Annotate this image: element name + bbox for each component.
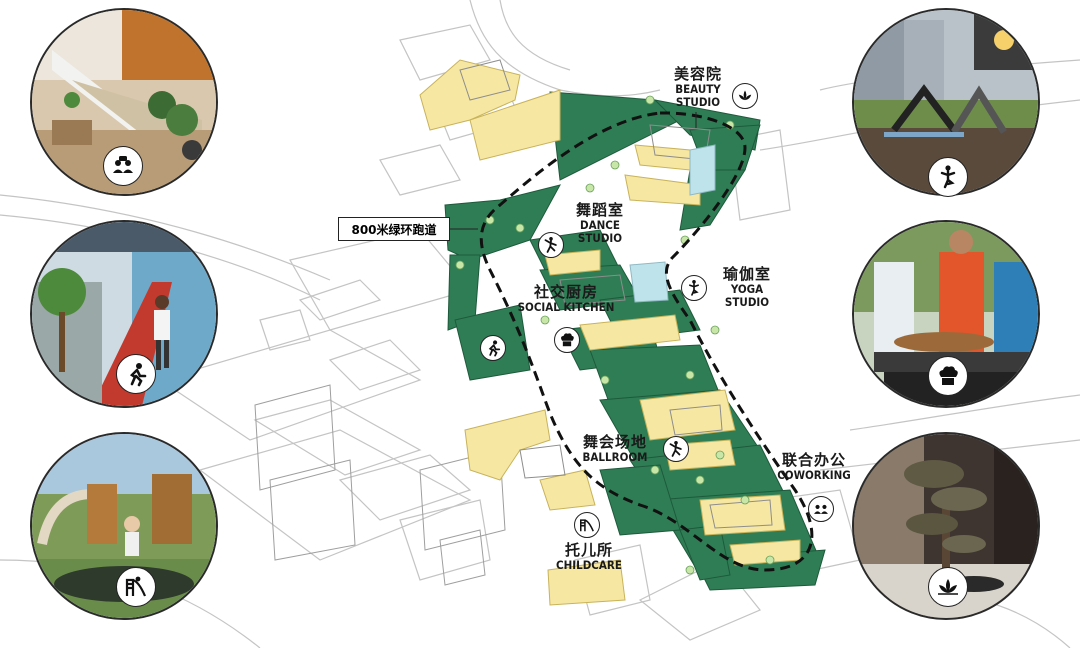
lotus-icon <box>928 567 968 607</box>
yoga-pose-icon <box>928 157 968 197</box>
lotus-icon <box>732 83 758 109</box>
ballroom-en: BALLROOM <box>582 449 648 464</box>
slide-icon <box>574 512 600 538</box>
dancer-icon <box>538 232 564 258</box>
coworking-icon <box>808 496 834 522</box>
label-dance-studio: 舞蹈室 DANCE STUDIO <box>568 202 632 245</box>
yoga-cn: 瑜伽室 <box>722 265 771 283</box>
yoga-pose-icon <box>681 275 707 301</box>
slide-icon <box>116 567 156 607</box>
beauty-cn: 美容院 <box>673 65 722 83</box>
label-coworking: 联合办公 COWORKING <box>772 452 856 482</box>
coworking-icon <box>103 146 143 186</box>
dance-en1: DANCE <box>580 217 620 232</box>
coworking-en: COWORKING <box>777 467 851 482</box>
runner-icon <box>480 335 506 361</box>
childcare-en: CHILDCARE <box>556 557 622 572</box>
yoga-en1: YOGA <box>730 281 764 296</box>
runner-icon <box>116 354 156 394</box>
chef-hat-icon <box>928 356 968 396</box>
coworking-cn: 联合办公 <box>781 451 846 469</box>
label-yoga-studio: 瑜伽室 YOGA STUDIO <box>714 266 780 309</box>
photo-playground <box>30 432 218 620</box>
track-length-tag: 800米绿环跑道 <box>338 217 450 241</box>
dance-cn: 舞蹈室 <box>575 201 624 219</box>
dancer-icon <box>663 436 689 462</box>
kitchen-cn: 社交厨房 <box>533 283 598 301</box>
beauty-en1: BEAUTY <box>675 81 721 96</box>
label-childcare: 托儿所 CHILDCARE <box>548 542 630 572</box>
childcare-cn: 托儿所 <box>564 541 613 559</box>
chef-hat-icon <box>554 327 580 353</box>
kitchen-en: SOCIAL KITCHEN <box>517 299 615 314</box>
label-ballroom: 舞会场地 BALLROOM <box>572 434 658 464</box>
ballroom-cn: 舞会场地 <box>582 433 647 451</box>
label-beauty-studio: 美容院 BEAUTY STUDIO <box>668 66 728 109</box>
yoga-en2: STUDIO <box>724 294 770 309</box>
beauty-en2: STUDIO <box>675 94 721 109</box>
running-track-loop <box>479 111 814 572</box>
dance-en2: STUDIO <box>577 230 623 245</box>
label-social-kitchen: 社交厨房 SOCIAL KITCHEN <box>508 284 624 314</box>
